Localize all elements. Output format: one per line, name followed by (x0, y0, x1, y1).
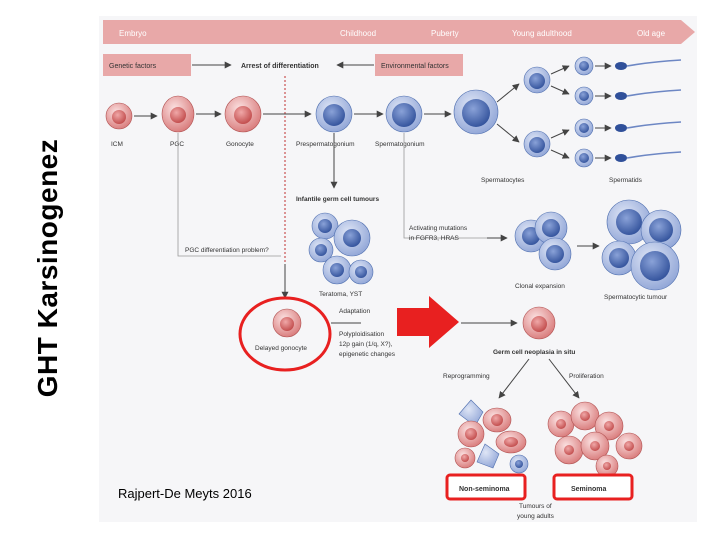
arrow-reprogramming (498, 358, 530, 399)
activating-label-1: Activating mutations (409, 225, 468, 232)
spermatocytic-label: Spermatocytic tumour (604, 294, 668, 301)
non-seminoma-label: Non-seminoma (459, 486, 510, 493)
gonocyte-cell (224, 95, 262, 133)
pgc-problem-path (177, 133, 281, 257)
activating-label-2: in FGFR3, HRAS (409, 235, 460, 242)
timeline-banner: Embryo Childhood Puberty Young adulthood… (103, 20, 695, 44)
reprogramming-label: Reprogramming (443, 373, 490, 380)
carcinogenesis-figure: Embryo Childhood Puberty Young adulthood… (99, 16, 697, 522)
arrow-split-up (496, 83, 520, 103)
seminoma-cluster (547, 401, 643, 478)
genetic-factors-label: Genetic factors (109, 63, 157, 70)
sperm-cells (615, 59, 682, 162)
delayed-gonocyte-highlight (238, 296, 332, 372)
spermatogonium-label: Spermatogonium (375, 141, 425, 148)
environmental-factors-box (375, 54, 463, 76)
carcinogenesis-diagram: Embryo Childhood Puberty Young adulthood… (103, 20, 695, 520)
spermatids-label: Spermatids (609, 177, 643, 184)
icm-cell (105, 102, 133, 130)
arrow-split-down (496, 123, 520, 143)
delayed-gonocyte-label: Delayed gonocyte (255, 345, 307, 352)
pgc-problem-label: PGC differentiation problem? (185, 247, 269, 254)
citation: Rajpert-De Meyts 2016 (118, 486, 252, 501)
prespermatogonium-label: Prespermatogonium (296, 141, 355, 148)
clonal-cluster (514, 211, 572, 271)
side-title: GHT Karsinogenez (32, 138, 63, 398)
seminoma-highlight (552, 473, 634, 501)
spermatid-cells (574, 56, 594, 168)
proliferation-label: Proliferation (569, 373, 604, 380)
gonocyte-label: Gonocyte (226, 141, 254, 148)
prespermatogonium-cell (315, 95, 353, 133)
polyploid-label-2: 12p gain (1/q, X?), (339, 341, 393, 348)
arrow-proliferation (548, 358, 580, 399)
tumours-label-2: young adults (517, 513, 555, 520)
secondary-spermatocytes (523, 66, 551, 158)
clonal-label: Clonal expansion (515, 283, 565, 290)
icm-label: ICM (111, 141, 123, 148)
stage-embryo: Embryo (119, 29, 147, 38)
polyploid-label-3: epigenetic changes (339, 351, 396, 358)
gcnis-cell (522, 306, 556, 340)
activating-path (403, 133, 499, 239)
stage-young-adulthood: Young adulthood (512, 29, 572, 38)
environmental-factors-label: Environmental factors (381, 63, 449, 70)
teratoma-label: Teratoma, YST (319, 291, 362, 298)
seminoma-label: Seminoma (571, 486, 607, 493)
genetic-factors-box (103, 54, 191, 76)
spermatocyte-arrows (550, 65, 570, 159)
teratoma-cluster (308, 212, 374, 285)
non-seminoma-cluster (454, 399, 529, 474)
pgc-cell (161, 95, 195, 133)
primary-spermatocyte-cell (453, 89, 499, 135)
spermatogonium-cell (385, 95, 423, 133)
pgc-label: PGC (170, 141, 184, 148)
adaptation-label: Adaptation (339, 308, 370, 315)
spermatid-arrows (595, 62, 612, 162)
gcnis-label: Germ cell neoplasia in situ (493, 349, 575, 356)
big-red-arrow (397, 296, 459, 348)
stage-old-age: Old age (637, 29, 666, 38)
infantile-label: Infantile germ cell tumours (296, 196, 379, 203)
polyploid-label-1: Polyploidisation (339, 331, 385, 338)
spermatocytic-cluster (601, 199, 682, 291)
stage-childhood: Childhood (340, 29, 376, 38)
tumours-label-1: Tumours of (519, 503, 552, 510)
spermatocytes-label: Spermatocytes (481, 177, 525, 184)
non-seminoma-highlight (445, 473, 527, 501)
arrest-label: Arrest of differentiation (241, 63, 319, 70)
stage-puberty: Puberty (431, 29, 459, 38)
delayed-gonocyte-cell (272, 308, 302, 338)
